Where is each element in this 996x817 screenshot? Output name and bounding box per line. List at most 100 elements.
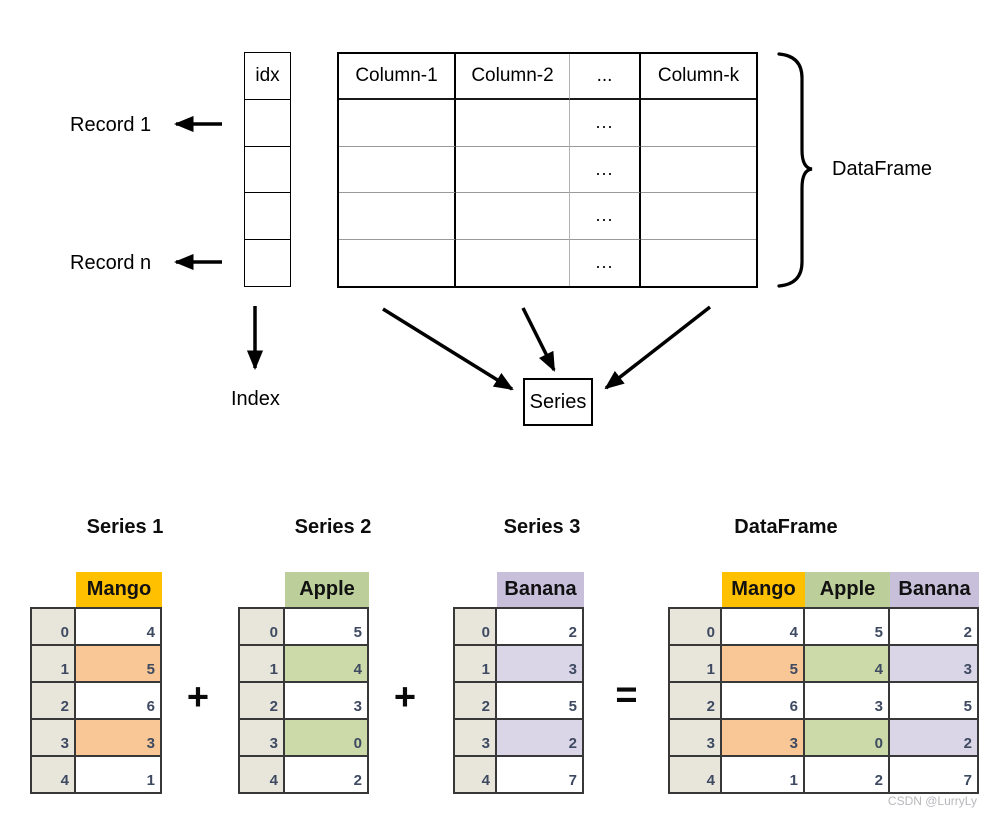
- value-cell: 1: [722, 757, 805, 794]
- value-cell: 4: [722, 609, 805, 646]
- row-index-cell: 3: [455, 720, 497, 757]
- row-index-cell: 3: [670, 720, 722, 757]
- value-cell: 2: [497, 720, 584, 757]
- table-cell: [456, 193, 570, 240]
- column-header-apple: Apple: [285, 572, 369, 607]
- dataframe-brace-icon: [777, 52, 813, 288]
- arrow-col2-to-series-icon: [521, 307, 556, 372]
- value-cell: 2: [890, 609, 979, 646]
- record-n-label: Record n: [70, 252, 152, 274]
- row-index-cell: 0: [455, 609, 497, 646]
- row-index-cell: 0: [32, 609, 76, 646]
- table-cell-dots: ...: [570, 100, 641, 147]
- row-index-cell: 4: [32, 757, 76, 794]
- value-cell: 2: [285, 757, 369, 794]
- column-header-mango: Mango: [76, 572, 162, 607]
- value-cell: 7: [497, 757, 584, 794]
- value-cell: 3: [890, 646, 979, 683]
- row-index-cell: 2: [455, 683, 497, 720]
- dataframe-structure-table: Column-1 Column-2 ... Column-k ... ... .…: [337, 52, 758, 288]
- row-index-cell: 2: [32, 683, 76, 720]
- column-header: Column-1: [339, 54, 456, 100]
- result-dataframe-title: DataFrame: [734, 516, 838, 538]
- idx-cell: [245, 193, 290, 241]
- table-cell: [641, 100, 756, 147]
- table-cell-dots: ...: [570, 193, 641, 240]
- value-cell: 3: [285, 683, 369, 720]
- record-1-label: Record 1: [70, 114, 152, 136]
- table-cell: [339, 239, 456, 286]
- value-cell: 3: [722, 720, 805, 757]
- value-cell: 2: [805, 757, 890, 794]
- column-header: Column-k: [641, 54, 756, 100]
- dataframe-brace-label: DataFrame: [832, 158, 933, 180]
- plus-operator: +: [186, 676, 210, 719]
- value-cell: 7: [890, 757, 979, 794]
- idx-cell: [245, 100, 290, 147]
- arrow-colk-to-series-icon: [604, 305, 712, 390]
- value-cell: 0: [805, 720, 890, 757]
- table-cell: [339, 100, 456, 147]
- table-cell-dots: ...: [570, 146, 641, 193]
- series-box: Series: [523, 378, 593, 426]
- value-cell: 6: [76, 683, 162, 720]
- value-cell: 6: [722, 683, 805, 720]
- row-index-cell: 0: [670, 609, 722, 646]
- row-index-cell: 1: [670, 646, 722, 683]
- table-cell-dots: ...: [570, 239, 641, 286]
- value-cell: 4: [76, 609, 162, 646]
- table-cell: [456, 239, 570, 286]
- idx-header-cell: idx: [245, 53, 290, 100]
- column-header-row: Apple: [285, 572, 369, 607]
- row-index-cell: 1: [240, 646, 285, 683]
- index-column-table: idx: [244, 52, 291, 287]
- value-cell: 2: [890, 720, 979, 757]
- value-cell: 5: [722, 646, 805, 683]
- column-header-row: Mango: [76, 572, 162, 607]
- column-header: Column-2: [456, 54, 570, 100]
- idx-cell: [245, 147, 290, 194]
- column-header-banana: Banana: [890, 572, 979, 607]
- value-cell: 2: [497, 609, 584, 646]
- row-index-cell: 2: [240, 683, 285, 720]
- watermark-label: CSDN @LurryLy: [887, 794, 977, 808]
- column-header: ...: [570, 54, 641, 100]
- value-cell: 0: [285, 720, 369, 757]
- row-index-cell: 2: [670, 683, 722, 720]
- value-cell: 3: [497, 646, 584, 683]
- column-header-row: Banana: [497, 572, 584, 607]
- table-cell: [339, 146, 456, 193]
- row-index-cell: 1: [32, 646, 76, 683]
- series-1-title: Series 1: [86, 516, 164, 538]
- column-header-banana: Banana: [497, 572, 584, 607]
- value-cell: 3: [805, 683, 890, 720]
- row-index-cell: 0: [240, 609, 285, 646]
- table-cell: [456, 100, 570, 147]
- table-cell: [641, 147, 756, 193]
- series-2-title: Series 2: [294, 516, 372, 538]
- column-header-mango: Mango: [722, 572, 805, 607]
- table-cell: [641, 193, 756, 240]
- value-cell: 4: [805, 646, 890, 683]
- row-index-cell: 4: [240, 757, 285, 794]
